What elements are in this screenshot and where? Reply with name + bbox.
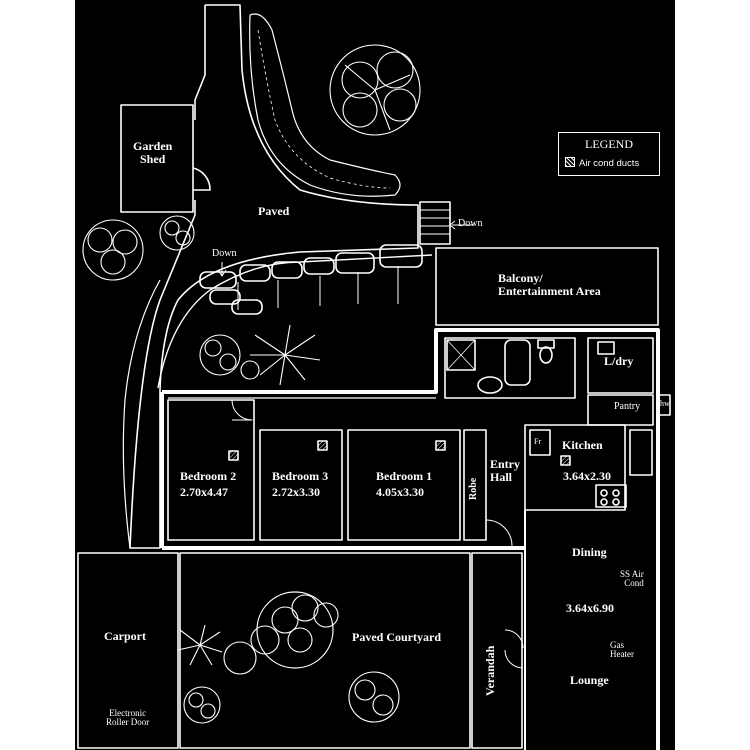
garden-bed [249,13,401,197]
entry-hall-label: Entry Hall [490,457,520,484]
robe-label: Robe [468,477,479,500]
stone [231,299,263,315]
stone [271,261,303,279]
toilet-cistern [537,339,555,349]
bedroom1-label: Bedroom 1 [376,469,433,483]
driveway-line [194,5,206,120]
paved-label: Paved [258,204,290,218]
bedroom2-size: 2.70x4.47 [180,485,228,499]
duct-marker [317,440,328,451]
legend: LEGEND Air cond ducts [558,132,660,176]
lounge-label: Lounge [570,673,609,687]
stairs-top [419,201,451,245]
palm-terrace [250,324,321,386]
kitchen-size: 3.64x2.30 [563,469,611,483]
hw-label: hw [660,399,670,408]
paved-courtyard-label: Paved Courtyard [352,630,441,644]
ss-air-cond-label: SS Air Cond [620,569,644,589]
legend-item: Air cond ducts [565,157,639,169]
garden-path-outline [129,4,419,549]
down-left-label: Down [212,248,237,259]
terrace-lines [237,266,399,310]
tree-large [329,44,421,136]
gas-heater-label: Gas Heater [610,640,634,660]
duct-marker [228,450,239,461]
carport-label: Carport [104,629,146,643]
tree-left [82,219,144,281]
tree-courtyard-2 [348,671,400,723]
kitchen-cupboard [629,429,653,476]
stone [199,271,237,289]
duct-marker [435,440,446,451]
fridge [529,429,551,456]
stone [209,289,241,305]
stone [303,257,335,275]
courtyard [179,552,471,749]
garden-shed [120,104,194,213]
driveway-curve [122,279,161,549]
down-top-label: Down [458,218,483,229]
lounge-size: 3.64x6.90 [566,601,614,615]
retaining-wall [157,254,433,389]
legend-title: LEGEND [585,137,633,151]
shower [446,339,476,371]
bedroom1-size: 4.05x3.30 [376,485,424,499]
legend-item-label: Air cond ducts [579,158,640,169]
palm-courtyard [177,624,223,666]
bathroom-walls [444,337,576,399]
toilet [539,346,553,364]
house-wall-outer [162,328,660,750]
shed-door [192,167,211,191]
courtyard-circle [256,591,334,669]
bedroom-2 [167,399,255,541]
fridge-label: Fr [534,437,542,446]
carport [77,552,179,749]
shrub-terrace-1 [199,334,241,376]
laundry-label: L/dry [604,354,634,368]
pantry-label: Pantry [614,401,641,412]
laundry [587,337,654,394]
bath [504,339,531,386]
kitchen-bench [595,484,627,508]
bedroom2-label: Bedroom 2 [180,469,237,483]
bedroom-1 [347,429,461,541]
entry-door [485,519,513,547]
duct-swatch-icon [565,157,575,167]
garden-shed-label: Garden Shed [133,139,173,166]
kitchen-label: Kitchen [562,438,603,452]
verandah-label: Verandah [483,645,497,696]
stone [335,252,375,274]
stone [379,244,423,268]
tree-courtyard-1 [183,686,221,724]
basin [477,376,503,394]
balcony [435,247,659,326]
shrub-courtyard [223,594,339,675]
tree-small [159,215,195,251]
roller-door-label: Electronic Roller Door [106,708,150,728]
bedroom3-label: Bedroom 3 [272,469,329,483]
kitchen-walls [524,424,626,511]
balcony-label: Balcony/ Entertainment Area [498,271,601,298]
dining-label: Dining [572,545,607,559]
hw-unit [657,394,671,416]
stone [239,264,271,282]
robe [463,429,487,541]
bedroom-3 [259,429,343,541]
verandah [471,552,523,749]
duct-marker [560,455,571,466]
bedroom3-size: 2.72x3.30 [272,485,320,499]
shrub-terrace-2 [240,360,260,380]
